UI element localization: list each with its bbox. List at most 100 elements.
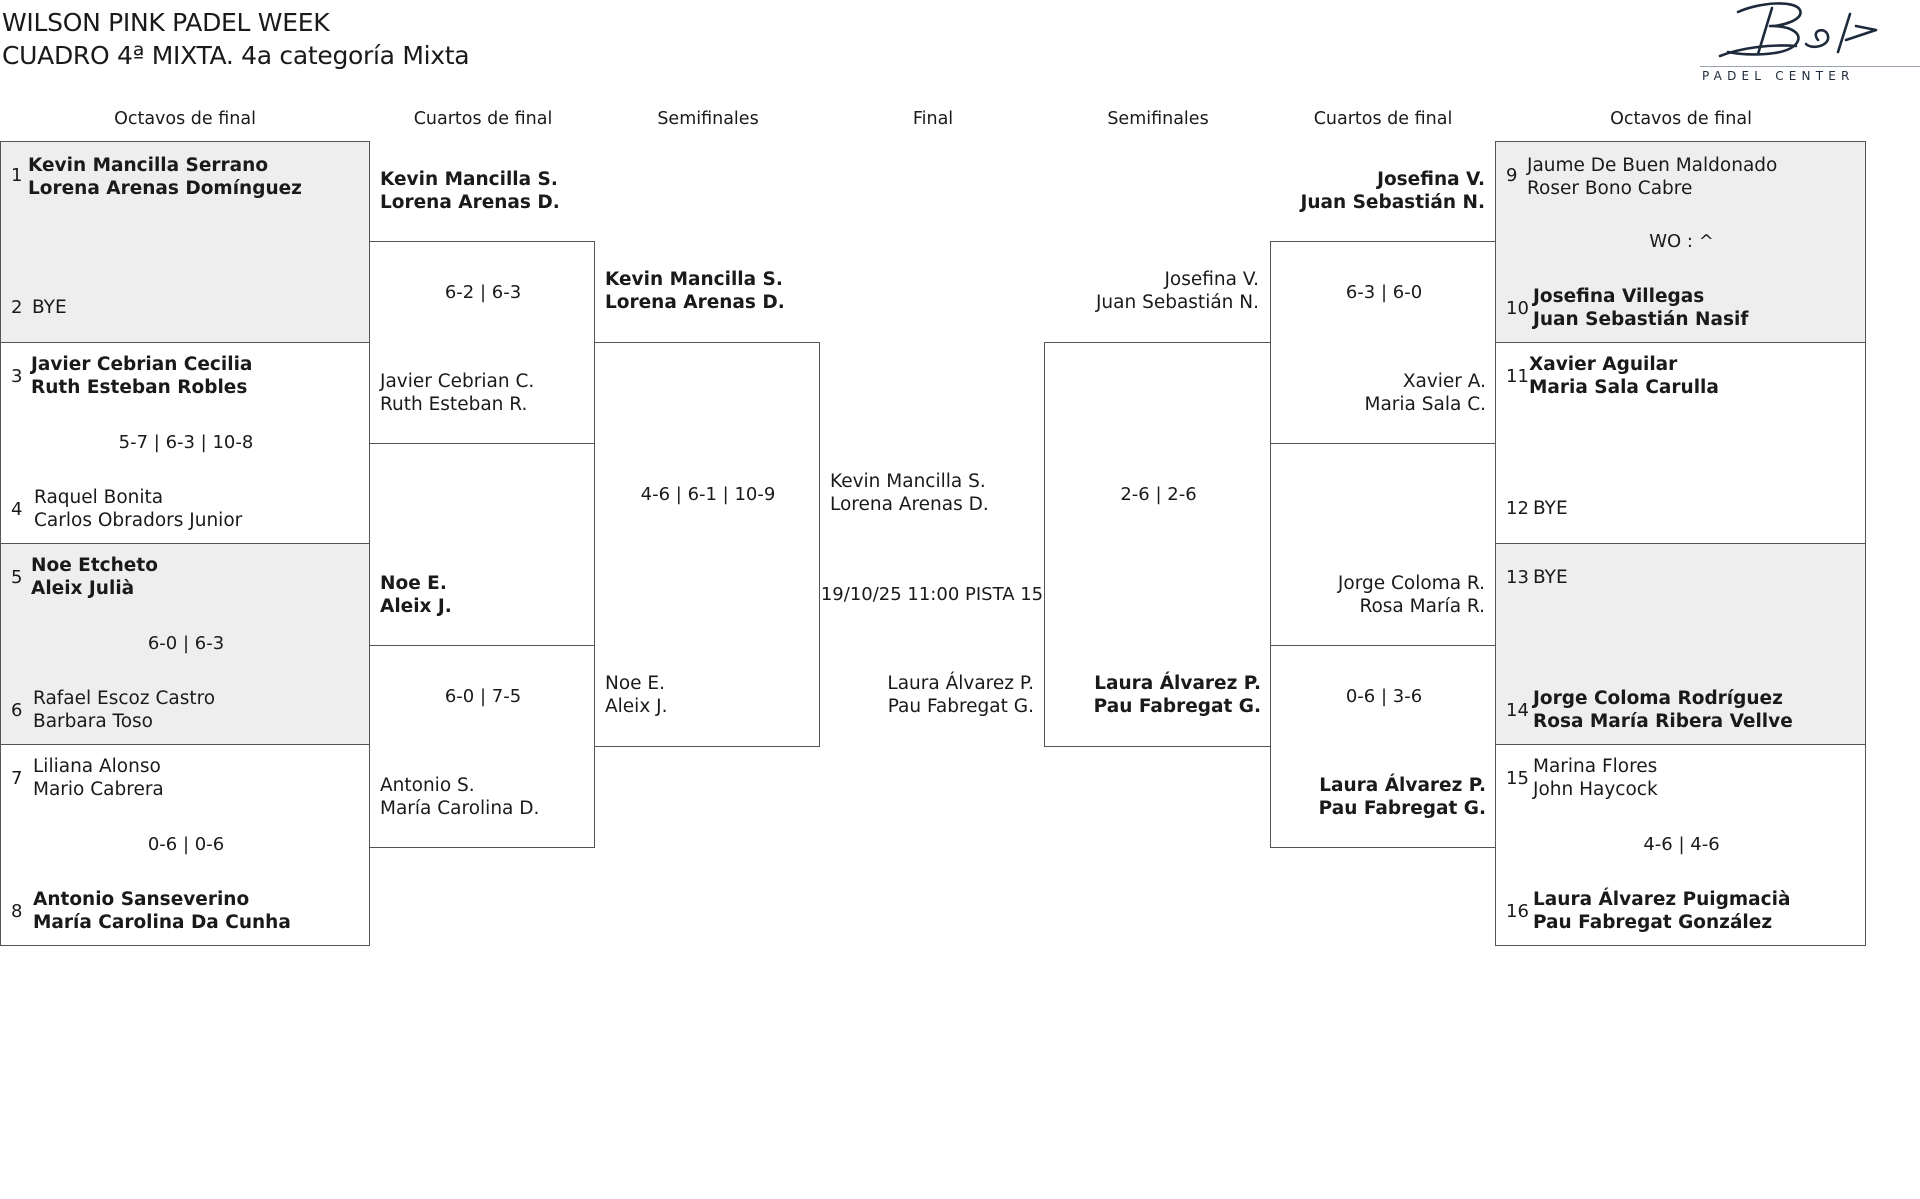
player-name: Kevin Mancilla Serrano [28,155,269,176]
team-name: Maria Sala C. [1364,394,1487,415]
r16-match-2: 3 Javier Cebrian Cecilia Ruth Esteban Ro… [0,342,370,544]
team-name: Lorena Arenas D. [605,292,785,313]
player-name: Carlos Obradors Junior [34,510,243,531]
player-name: Ruth Esteban Robles [31,377,248,398]
player-name: Maria Sala Carulla [1529,377,1719,398]
player-name: María Carolina Da Cunha [33,912,291,933]
r16-match-5: 9 Jaume De Buen Maldonado Roser Bono Cab… [1495,141,1866,343]
player-name: Rafael Escoz Castro [33,688,216,709]
player-name: Barbara Toso [33,711,153,732]
match-score: WO : ^ [1649,231,1714,252]
player-name: Antonio Sanseverino [33,889,250,910]
seed-number: 5 [11,567,23,588]
player-name: Laura Álvarez Puigmacià [1533,889,1791,910]
seed-number: 4 [11,499,23,520]
player-name: Jorge Coloma Rodríguez [1533,688,1783,709]
team-name: Aleix J. [380,596,452,617]
r16-match-6: 11 Xavier Aguilar Maria Sala Carulla 12 … [1495,342,1866,544]
team-name: Laura Álvarez P. [1319,775,1486,796]
seed-number: 9 [1506,165,1518,186]
player-name: Josefina Villegas [1533,286,1705,307]
player-name: Javier Cebrian Cecilia [31,354,253,375]
player-name: Pau Fabregat González [1533,912,1773,933]
team-name: Rosa María R. [1359,596,1485,617]
team-name: Xavier A. [1402,371,1486,392]
team-name: Kevin Mancilla S. [605,269,783,290]
padel-center-logo: PADEL CENTER [1700,0,1920,86]
seed-number: 8 [11,901,23,922]
seed-number: 14 [1506,700,1529,721]
team-name: Noe E. [605,673,665,694]
team-name: Laura Álvarez P. [1094,673,1261,694]
player-name: Jaume De Buen Maldonado [1527,155,1778,176]
match-score: 6-2 | 6-3 [444,282,522,303]
match-score: 6-3 | 6-0 [1345,282,1423,303]
player-name: BYE [1533,498,1568,519]
team-name: Noe E. [380,573,447,594]
player-name: Xavier Aguilar [1529,354,1678,375]
final-team-1: Kevin Mancilla S. [830,471,986,492]
seed-number: 7 [11,768,23,789]
player-name: John Haycock [1533,779,1658,800]
seed-number: 1 [11,165,23,186]
seed-number: 16 [1506,901,1529,922]
team-name: Aleix J. [605,696,668,717]
team-name: Kevin Mancilla S. [380,169,558,190]
r16-match-7: 13 BYE 14 Jorge Coloma Rodríguez Rosa Ma… [1495,543,1866,745]
seed-number: 3 [11,366,23,387]
team-name: Pau Fabregat G. [1318,798,1486,819]
match-score: 0-6 | 0-6 [147,834,225,855]
player-name: Mario Cabrera [33,779,164,800]
seed-number: 13 [1506,567,1529,588]
match-score: 6-0 | 7-5 [444,686,522,707]
seed-number: 6 [11,700,23,721]
player-name: Roser Bono Cabre [1527,178,1693,199]
player-name: Lorena Arenas Domínguez [28,178,302,199]
team-name: Pau Fabregat G. [1093,696,1261,717]
final-team-2: Laura Álvarez P. [887,673,1034,694]
final-schedule: 19/10/25 11:00 PISTA 15 [820,584,1044,605]
sf-left-match: 4-6 | 6-1 | 10-9 Noe E. Aleix J. [594,342,820,747]
team-name: Juan Sebastián N. [1300,192,1485,213]
r16-match-1: 1 Kevin Mancilla Serrano Lorena Arenas D… [0,141,370,343]
signature-logo-icon [1718,2,1878,58]
player-name: BYE [32,297,67,318]
player-name: Raquel Bonita [34,487,164,508]
seed-number: 2 [11,297,23,318]
match-score: 5-7 | 6-3 | 10-8 [118,432,254,453]
r16-match-3: 5 Noe Etcheto Aleix Julià 6-0 | 6-3 6 Ra… [0,543,370,745]
player-name: BYE [1533,567,1568,588]
team-name: Javier Cebrian C. [380,371,535,392]
event-title: WILSON PINK PADEL WEEK [2,8,330,37]
qf-left-match-1: 6-2 | 6-3 Javier Cebrian C. Ruth Esteban… [369,241,595,444]
qf-right-match-2: 0-6 | 3-6 Laura Álvarez P. Pau Fabregat … [1270,645,1496,848]
player-name: Noe Etcheto [31,555,158,576]
r16-match-4: 7 Liliana Alonso Mario Cabrera 0-6 | 0-6… [0,744,370,946]
draw-subtitle: CUADRO 4ª MIXTA. 4a categoría Mixta [2,41,470,70]
team-name: Antonio S. [380,775,475,796]
team-name: Josefina V. [1164,269,1259,290]
final-team-2: Pau Fabregat G. [887,696,1034,717]
match-score: 2-6 | 2-6 [1120,484,1197,505]
seed-number: 10 [1506,298,1529,319]
player-name: Liliana Alonso [33,756,161,777]
player-name: Juan Sebastián Nasif [1533,309,1749,330]
seed-number: 11 [1506,366,1529,387]
logo-text: PADEL CENTER [1702,69,1855,83]
r16-match-8: 15 Marina Flores John Haycock 4-6 | 4-6 … [1495,744,1866,946]
sf-right-match: 2-6 | 2-6 Laura Álvarez P. Pau Fabregat … [1044,342,1271,747]
team-name: Juan Sebastián N. [1095,292,1259,313]
match-score: 4-6 | 6-1 | 10-9 [640,484,776,505]
team-name: María Carolina D. [380,798,540,819]
qf-right-match-1: 6-3 | 6-0 Xavier A. Maria Sala C. [1270,241,1496,444]
team-name: Lorena Arenas D. [380,192,560,213]
player-name: Marina Flores [1533,756,1658,777]
match-score: 6-0 | 6-3 [147,633,225,654]
match-score: 4-6 | 4-6 [1643,834,1720,855]
team-name: Jorge Coloma R. [1337,573,1485,594]
qf-left-match-2: 6-0 | 7-5 Antonio S. María Carolina D. [369,645,595,848]
match-score: 0-6 | 3-6 [1345,686,1423,707]
team-name: Josefina V. [1377,169,1485,190]
team-name: Ruth Esteban R. [380,394,528,415]
